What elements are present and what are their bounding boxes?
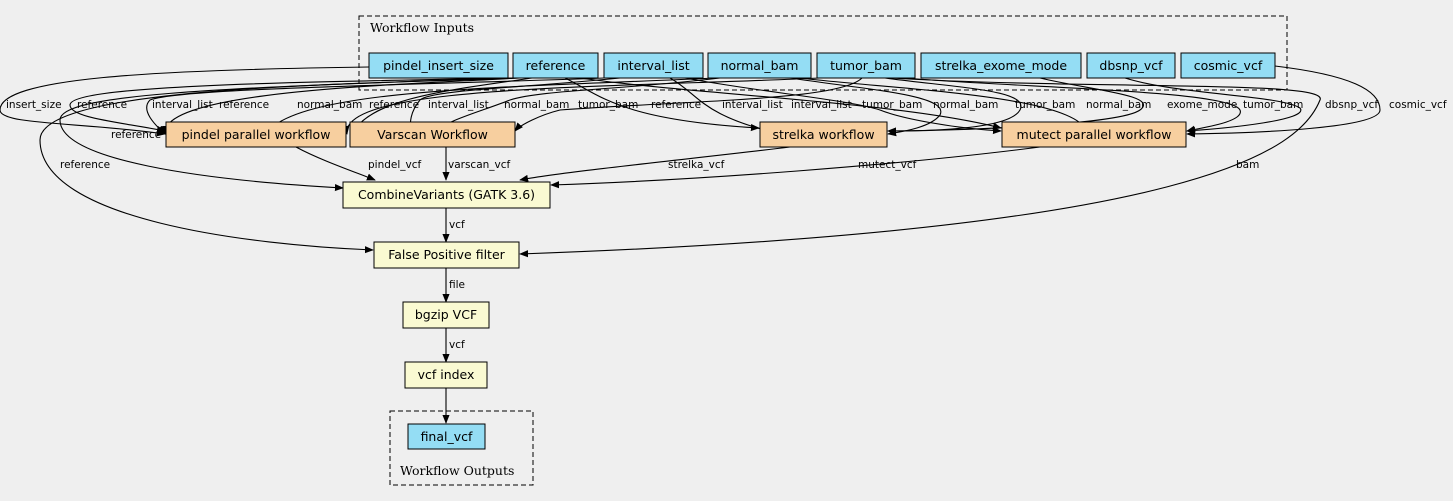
svg-text:final_vcf: final_vcf [421,429,473,444]
edge-label: interval_list [428,99,489,111]
node-false-positive-filter[interactable]: False Positive filter [373,241,520,269]
edge-interval-pindel [146,77,605,135]
edge-label: exome_mode [1167,99,1237,111]
edge-reference-pindel-a [69,77,516,133]
edge-mutect-combine [550,146,1041,189]
svg-text:strelka workflow: strelka workflow [772,127,874,142]
node-pindel-parallel-workflow[interactable]: pindel parallel workflow [165,121,347,148]
edge-label: tumor_bam [1243,99,1303,111]
edge-label: tumor_bam [578,99,638,111]
edge-insert-size [0,66,370,137]
edges [0,65,1381,424]
svg-text:interval_list: interval_list [617,58,689,73]
node-cosmic-vcf[interactable]: cosmic_vcf [1180,52,1276,79]
svg-text:cosmic_vcf: cosmic_vcf [1194,58,1263,73]
svg-text:reference: reference [526,58,586,73]
edge-cosmic [1186,65,1381,138]
edge-pindel-combine [295,146,376,181]
edge-label: bam [1236,159,1259,171]
node-pindel-insert-size[interactable]: pindel_insert_size [368,52,509,79]
edge-label: vcf [449,219,465,231]
edge-label: strelka_vcf [668,159,725,171]
edge-labels: insert_size reference interval_list refe… [6,99,1447,351]
svg-text:normal_bam: normal_bam [721,58,799,73]
tool-nodes: CombineVariants (GATK 3.6) False Positiv… [342,181,551,389]
svg-text:dbsnp_vcf: dbsnp_vcf [1099,58,1163,73]
svg-text:vcf index: vcf index [418,367,475,382]
svg-text:False Positive filter: False Positive filter [388,247,505,262]
node-combine-variants[interactable]: CombineVariants (GATK 3.6) [342,181,551,209]
edge-normal-varscan [434,77,721,135]
node-bgzip-vcf[interactable]: bgzip VCF [402,301,490,329]
svg-text:CombineVariants (GATK 3.6): CombineVariants (GATK 3.6) [358,187,535,202]
node-normal-bam[interactable]: normal_bam [707,52,812,79]
edge-label: reference [651,99,701,111]
node-tumor-bam[interactable]: tumor_bam [816,52,916,79]
edge-label: reference [369,99,419,111]
cluster-label-outputs: Workflow Outputs [400,463,514,478]
edge-label: tumor_bam [862,99,922,111]
edge-label: vcf [449,339,465,351]
svg-text:Varscan Workflow: Varscan Workflow [377,127,488,142]
edge-strelka-combine [519,146,791,182]
edge-label: reference [60,159,110,171]
node-reference[interactable]: reference [512,52,599,79]
edge-label: reference [77,99,127,111]
edge-interval-strelka [669,77,781,136]
node-interval-list[interactable]: interval_list [603,52,704,79]
edge-reference-pindel-b [160,77,519,135]
edge-interval-mutect [684,77,1002,135]
cluster-label-inputs: Workflow Inputs [370,20,474,35]
edge-tumor-fpfilter [519,77,1321,258]
edge-interval-varscan [406,77,621,135]
edge-label: normal_bam [297,99,362,111]
edge-label: interval_list [152,99,213,111]
workflow-inputs-cluster: Workflow Inputs [358,15,1288,91]
node-dbsnp-vcf[interactable]: dbsnp_vcf [1086,52,1176,79]
edge-tumor-varscan [514,77,863,132]
edge-tumor-pindel [342,77,821,135]
edge-normal-pindel [264,77,716,135]
svg-text:bgzip VCF: bgzip VCF [415,307,477,322]
edge-label: varscan_vcf [448,159,511,171]
node-mutect-parallel-workflow[interactable]: mutect parallel workflow [1001,121,1187,148]
edge-label: reference [111,129,161,141]
edge-tumor-strelka [884,77,1022,135]
edge-label: normal_bam [504,99,569,111]
edge-dbsnp [1124,77,1302,135]
edge-label: insert_size [6,99,62,111]
edge-label: tumor_bam [1015,99,1075,111]
svg-text:tumor_bam: tumor_bam [830,58,902,73]
svg-text:pindel parallel workflow: pindel parallel workflow [182,127,331,142]
edge-label: interval_list [722,99,783,111]
edge-label: normal_bam [1086,99,1151,111]
edge-label: file [449,279,465,291]
node-final-vcf[interactable]: final_vcf [407,423,486,450]
edge-label: dbsnp_vcf [1325,99,1378,111]
edge-exome-mode [887,77,1144,135]
svg-text:mutect parallel workflow: mutect parallel workflow [1017,127,1172,142]
edge-label: mutect_vcf [858,159,917,171]
node-vcf-index[interactable]: vcf index [404,361,488,389]
svg-text:pindel_insert_size: pindel_insert_size [383,58,494,73]
workflow-outputs-cluster: Workflow Outputs [389,410,534,486]
edge-label: pindel_vcf [368,159,422,171]
edge-normal-mutect [799,77,1090,135]
input-nodes: pindel_insert_size reference interval_li… [368,52,1276,79]
edge-label: interval_list [791,99,852,111]
workflow-nodes: pindel parallel workflow Varscan Workflo… [165,121,1187,148]
node-varscan-workflow[interactable]: Varscan Workflow [349,121,516,148]
svg-text:strelka_exome_mode: strelka_exome_mode [935,58,1067,73]
edge-label: cosmic_vcf [1389,99,1447,111]
node-strelka-exome-mode[interactable]: strelka_exome_mode [920,52,1082,79]
edge-label: normal_bam [933,99,998,111]
edge-label: reference [219,99,269,111]
node-strelka-workflow[interactable]: strelka workflow [759,121,888,148]
edge-tumor-mutect [904,77,1241,133]
edge-reference-fpfilter [39,77,516,254]
